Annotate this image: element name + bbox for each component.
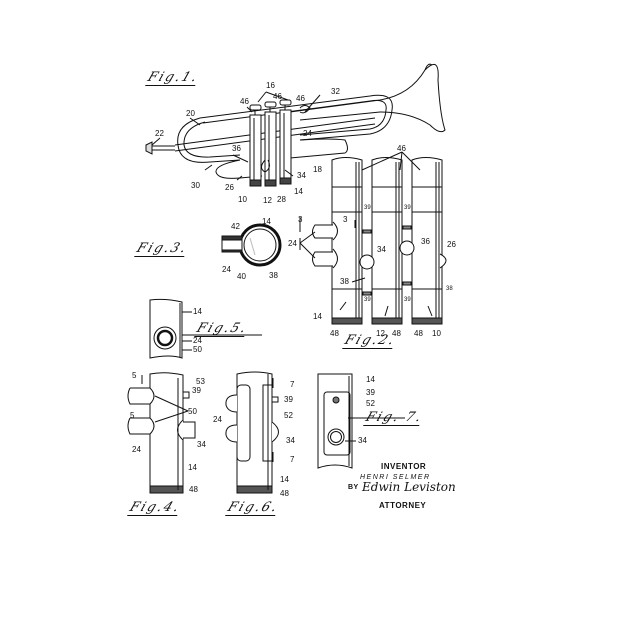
ref-label: 36 [421,237,430,246]
ref-label: 12 [263,196,272,205]
ref-label: 24 [222,265,231,274]
ref-label: 39 [404,205,411,211]
ref-label: 46 [397,144,406,153]
ref-label: 14 [294,187,303,196]
ref-label: 52 [366,399,375,408]
ref-label: 39 [364,297,371,303]
ref-label: 24 [288,239,297,248]
ref-label: 14 [193,307,202,316]
cross-section-figure [221,223,301,267]
ref-label: 39 [192,386,201,395]
ref-label: 5 [130,411,135,420]
fig5-title: Fig.5. [194,321,250,337]
ref-label: 50 [188,407,197,416]
ref-label: 28 [277,195,286,204]
ref-label: 48 [392,329,401,338]
fig7-casing [317,373,405,469]
ref-label: 40 [237,272,246,281]
ref-label: 22 [155,129,164,138]
ref-label: 38 [269,271,278,280]
ref-label: 24 [303,129,312,138]
attorney-signature: Edwin Leviston [362,480,456,494]
ref-label: 3 [298,215,303,224]
trumpet-figure [145,63,446,187]
ref-label: 10 [432,329,441,338]
ref-label: 14 [262,217,271,226]
ref-label: 42 [231,222,240,231]
ref-label: 38 [340,277,349,286]
ref-label: 46 [296,94,305,103]
ref-label: 16 [266,81,275,90]
ref-label: 34 [297,171,306,180]
ref-label: 39 [364,205,371,211]
ref-label: 18 [313,165,322,174]
ref-label: 14 [188,463,197,472]
ref-label: 32 [331,87,340,96]
valve-casings-figure [299,151,447,325]
ref-label: 48 [189,485,198,494]
ref-label: 20 [186,109,195,118]
ref-label: 48 [330,329,339,338]
fig6-casing [225,371,279,494]
ref-label: 24 [132,445,141,454]
ref-label: 34 [358,436,367,445]
ref-label: 7 [290,455,295,464]
fig2-title: Fig.2. [342,333,398,349]
ref-label: 52 [284,411,293,420]
ref-label: 34 [286,436,295,445]
ref-label: 24 [213,415,222,424]
fig7-title: Fig. 7. [363,410,426,426]
fig1-title: Fig.1. [145,70,201,86]
ref-label: 48 [280,489,289,498]
ref-label: 36 [232,144,241,153]
fig5-casing [149,298,262,359]
fig4-title: Fig.4. [127,500,183,516]
inventor-name: HENRI SELMER [360,474,431,481]
ref-label: 53 [196,377,205,386]
ref-label: 14 [313,312,322,321]
ref-label: 39 [366,388,375,397]
ref-label: 24 [193,336,202,345]
ref-label: 39 [284,395,293,404]
ref-label: 34 [377,245,386,254]
ref-label: 30 [191,181,200,190]
ref-label: 46 [240,97,249,106]
ref-label: 14 [366,375,375,384]
ref-label: 3 [343,215,348,224]
ref-label: 48 [414,329,423,338]
attorney-heading: ATTORNEY [379,501,427,510]
ref-label: 5 [132,371,137,380]
fig4-casing [127,372,196,494]
inventor-heading: INVENTOR [381,462,427,471]
ref-label: 12 [376,329,385,338]
ref-label: 26 [447,240,456,249]
ref-label: 26 [225,183,234,192]
by-label: BY [348,484,359,491]
ref-label: 46 [273,92,282,101]
ref-label: 39 [404,297,411,303]
ref-label: 38 [446,286,453,292]
ref-label: 14 [280,475,289,484]
fig3-title: Fig.3. [134,241,190,257]
ref-label: 7 [290,380,295,389]
ref-label: 50 [193,345,202,354]
fig6-title: Fig.6. [225,500,281,516]
ref-label: 34 [197,440,206,449]
ref-label: 10 [238,195,247,204]
